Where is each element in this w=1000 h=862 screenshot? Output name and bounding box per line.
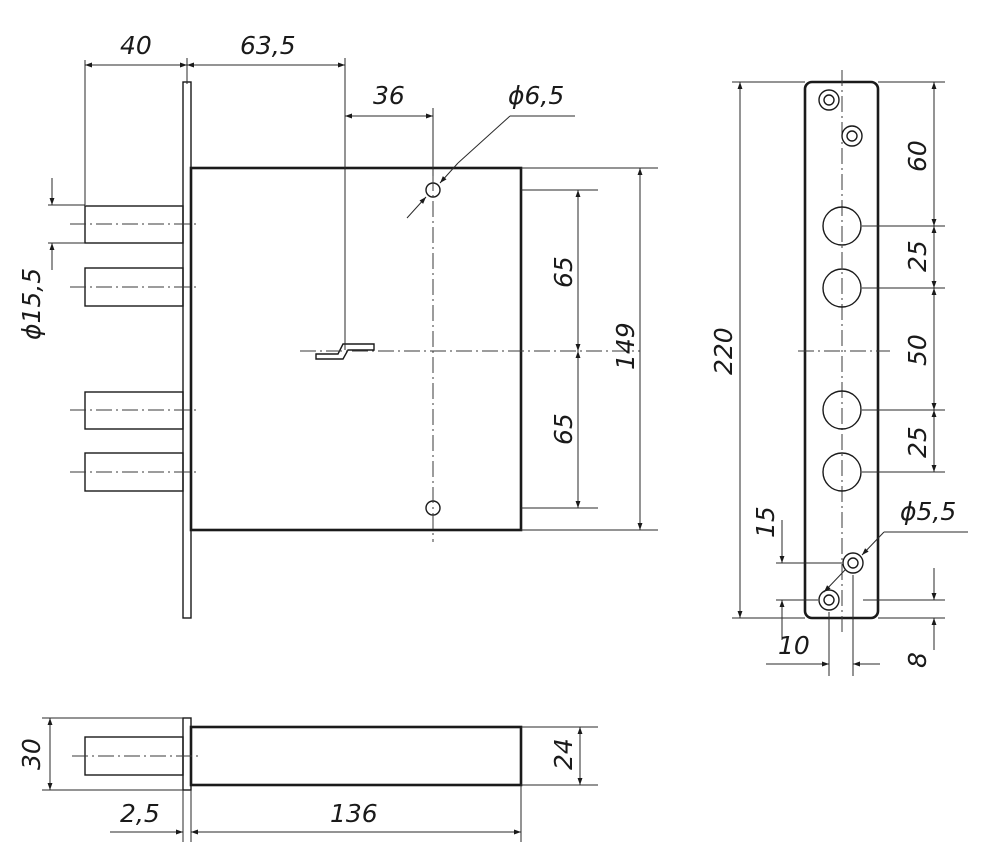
- dim-faceplate-hole-diameter: ϕ5,5: [900, 497, 956, 526]
- dim-key-offset: 36: [373, 81, 405, 110]
- faceplate-bolt-hole-3: [822, 390, 862, 430]
- faceplate-view: 220 60 25 50 25 15 ϕ5,5 8: [709, 70, 968, 676]
- dim-backset: 63,5: [240, 31, 296, 60]
- faceplate-bolt-hole-4: [822, 452, 862, 492]
- dim-top-holes-spacing: 60: [903, 140, 932, 172]
- dim-body-height: 149: [611, 322, 640, 370]
- dim-faceplate-thickness: 2,5: [120, 799, 160, 828]
- dim-body-thickness: 24: [549, 738, 578, 770]
- dim-bottom-hole-offset: 15: [751, 506, 780, 538]
- dim-bolt-extension: 40: [120, 31, 152, 60]
- faceplate-hole-top-2: [841, 125, 863, 147]
- dim-bolt-spacing-lower: 25: [903, 426, 932, 458]
- dim-bolt-diameter: ϕ15,5: [17, 268, 46, 340]
- dim-screw-hole-diameter: ϕ6,5: [508, 81, 564, 110]
- faceplate-bolt-hole-2: [822, 268, 862, 308]
- lock-body: [189, 166, 523, 532]
- dim-lock-height: 30: [17, 738, 46, 770]
- dim-faceplate-length: 220: [709, 327, 738, 375]
- faceplate-hole-bottom-2: [818, 589, 840, 611]
- side-body: [189, 725, 523, 787]
- faceplate-hole-top-1: [818, 89, 840, 111]
- bolts: [70, 205, 200, 492]
- dim-body-depth: 136: [330, 799, 378, 828]
- dim-faceplate-hole-inset: 10: [778, 631, 810, 660]
- dim-upper-to-key: 65: [549, 256, 578, 288]
- dim-bolt-spacing-upper: 25: [903, 240, 932, 272]
- faceplate-hole-bottom-1: [842, 552, 864, 574]
- dim-faceplate-hole-edge: 8: [903, 652, 932, 668]
- dim-bolt-center-gap: 50: [903, 334, 932, 366]
- faceplate-bolt-hole-1: [822, 206, 862, 246]
- dim-key-to-lower: 65: [549, 413, 578, 445]
- front-view: 40 63,5 36 ϕ6,5 ϕ15,5 65 65 149: [17, 31, 658, 619]
- side-view: 30 24 2,5 136: [17, 717, 598, 842]
